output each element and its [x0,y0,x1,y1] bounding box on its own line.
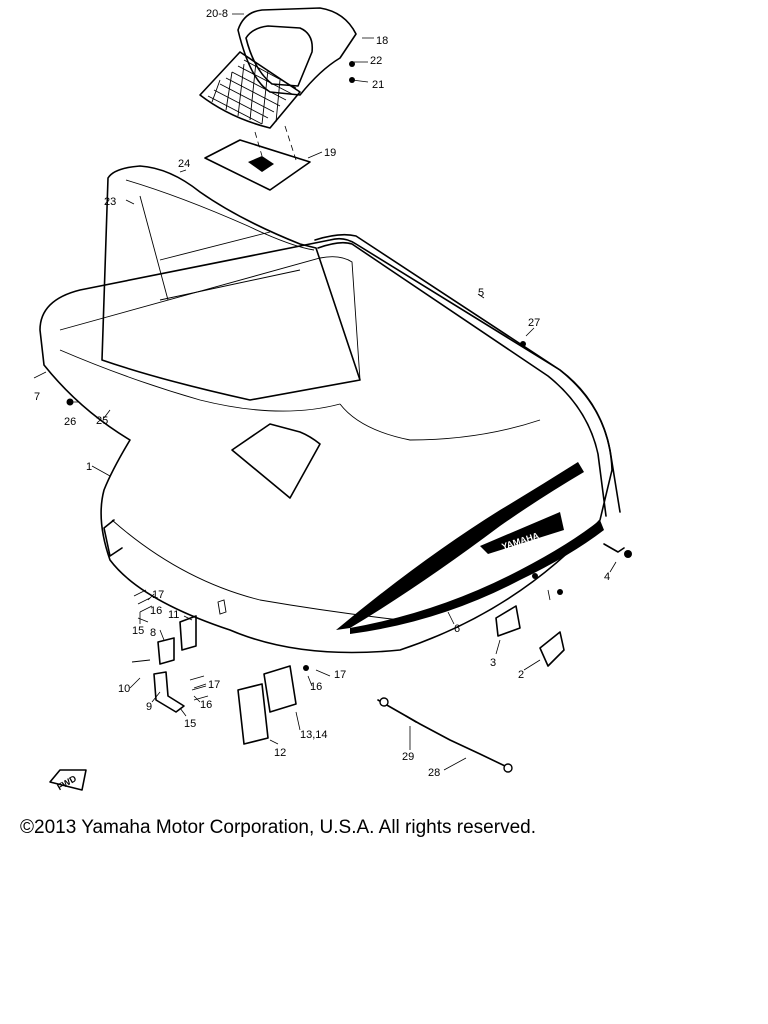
callout-label: 19 [324,147,336,159]
callout-label: 12 [274,747,286,759]
hood-hardware [66,61,632,745]
callout-label: 20-8 [206,8,228,20]
windshield [101,165,361,401]
callout-label: 2 [518,669,524,681]
hood-decal-stripe: YAMAHA [336,462,604,634]
callout-label: 5 [478,287,484,299]
callout-label: 27 [528,317,540,329]
callout-label: 6 [454,623,460,635]
leader-lines [33,13,617,771]
callout-label: 28 [428,767,440,779]
scoop-plate [204,125,311,191]
callout-label: 15 [132,625,144,637]
direction-tag-label: FWD [55,773,78,792]
callout-label: 21 [372,79,384,91]
callout-label: 4 [604,571,610,583]
callout-label: 22 [370,55,382,67]
callout-label: 17 [152,589,164,601]
callout-label: 9 [146,701,152,713]
callout-label: 17 [208,679,220,691]
exploded-parts-diagram: YAMAHA FWD [33,7,632,792]
fwd-direction-tag: FWD [49,769,87,792]
callout-label: 24 [178,158,190,170]
callout-label: 8 [150,627,156,639]
callout-label: 17 [334,669,346,681]
callout-label: 3 [490,657,496,669]
engine-hood [39,233,621,654]
callout-label: 25 [96,415,108,427]
callout-label: 13,14 [300,729,328,741]
callout-label: 10 [118,683,130,695]
callout-label: 16 [200,699,212,711]
callout-label: 29 [402,751,414,763]
callout-label: 1 [86,461,92,473]
air-intake-scoop [199,7,357,129]
copyright-notice: ©2013 Yamaha Motor Corporation, U.S.A. A… [20,817,536,838]
callout-label: 11 [168,609,179,621]
callout-label: 15 [184,718,196,730]
callout-label: 18 [376,35,388,47]
callout-label: 16 [310,681,322,693]
hood-cable [377,697,513,773]
callout-label: 7 [34,391,40,403]
callout-label: 23 [104,196,116,208]
callout-label: 26 [64,416,76,428]
callout-label: 16 [150,605,162,617]
